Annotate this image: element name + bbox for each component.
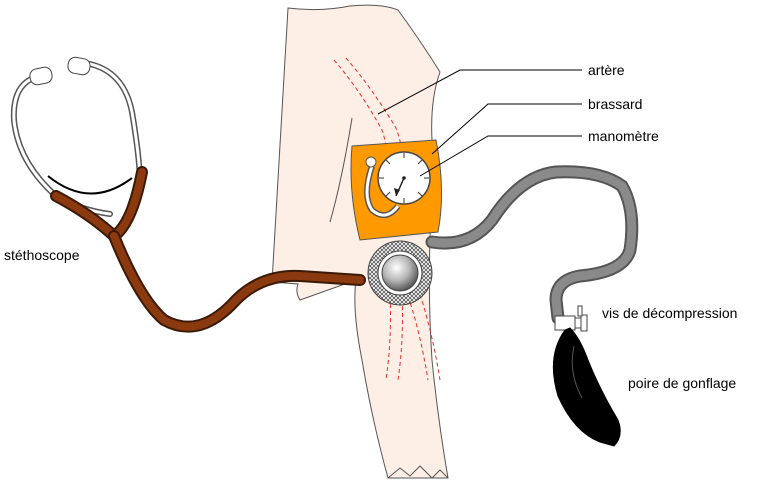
leader-lines <box>377 69 582 177</box>
stethoscope-icon <box>10 56 366 333</box>
bulb-icon <box>552 327 621 447</box>
label-stethoscope: stéthoscope <box>4 247 80 263</box>
upper-arm <box>271 4 449 479</box>
label-brassard: brassard <box>588 96 642 112</box>
label-vis-decompression: vis de décompression <box>602 305 737 321</box>
ear-tip-left <box>29 66 53 86</box>
label-manometre: manomètre <box>588 128 659 144</box>
chestpiece-icon <box>367 240 433 306</box>
arm <box>271 4 449 479</box>
label-artere: artère <box>588 62 625 78</box>
ear-tip-right <box>67 56 91 76</box>
label-poire-gonflage: poire de gonflage <box>628 375 736 391</box>
manometer-gauge-icon <box>377 151 431 205</box>
